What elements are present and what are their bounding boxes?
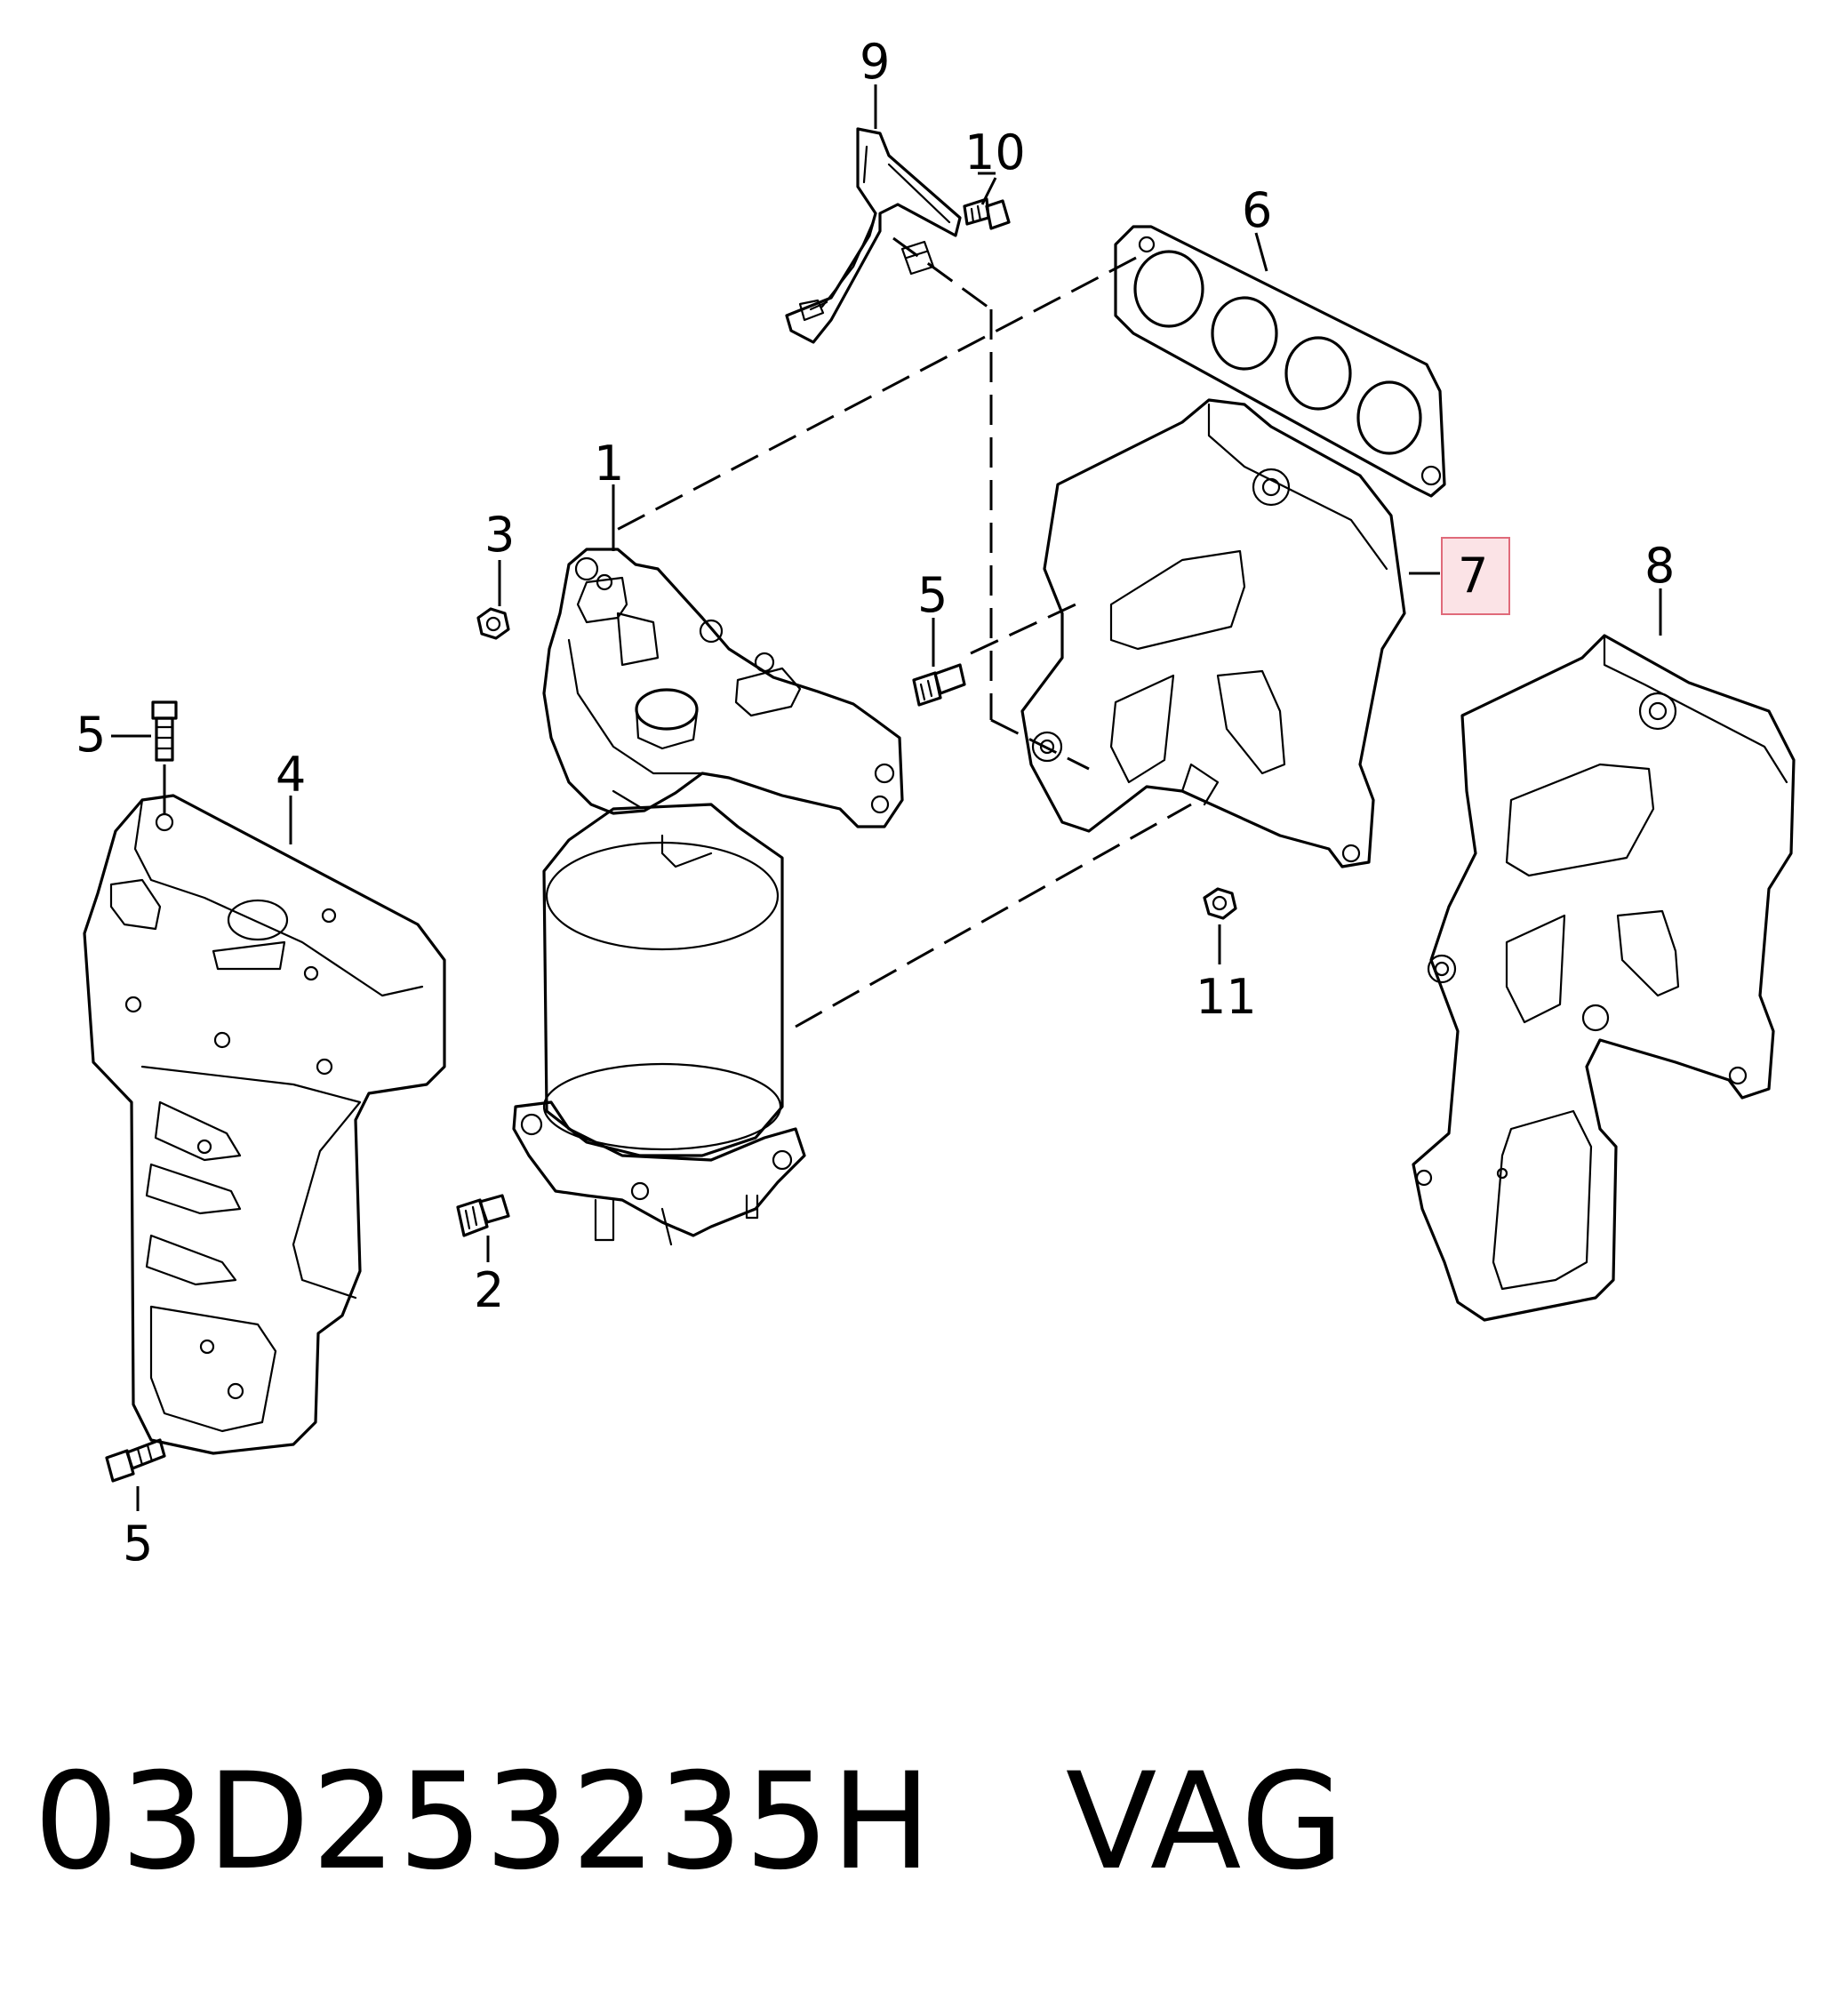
leader-lines xyxy=(111,84,1662,1511)
nut-part-11 xyxy=(1203,887,1237,920)
bolt-part-5-bottom-left xyxy=(105,1438,166,1483)
assembly-dashed-lines xyxy=(612,236,1192,1028)
brand-name: VAG xyxy=(1065,1745,1347,1900)
callout-10: 10 xyxy=(964,124,1026,180)
part-number: 03D253235H xyxy=(34,1745,933,1900)
callout-6: 6 xyxy=(1242,182,1272,238)
callout-8: 8 xyxy=(1644,538,1675,594)
exhaust-manifold-catalytic-converter-part-1 xyxy=(512,548,904,1246)
callout-9: 9 xyxy=(860,34,890,90)
bolt-part-10 xyxy=(963,197,1011,230)
callout-labels: 1 2 3 4 5 5 5 6 7 8 9 10 11 xyxy=(76,34,1675,1572)
bolt-part-2 xyxy=(456,1194,510,1237)
highlight-box-7 xyxy=(1441,537,1510,615)
callout-3: 3 xyxy=(484,507,515,563)
gasket-part-6 xyxy=(1114,225,1446,498)
callout-5c: 5 xyxy=(123,1516,153,1572)
bolt-part-5-middle xyxy=(912,663,966,707)
callout-4: 4 xyxy=(276,747,306,803)
callout-11: 11 xyxy=(1196,969,1257,1025)
callout-5b: 5 xyxy=(917,567,948,623)
callout-2: 2 xyxy=(474,1262,504,1318)
heat-shield-part-4 xyxy=(83,794,446,1455)
heat-shield-part-7 xyxy=(1020,398,1406,868)
callout-5a: 5 xyxy=(76,707,106,763)
part-number-caption: 03D253235H VAG xyxy=(34,1756,1346,1889)
bracket-part-9 xyxy=(785,127,962,344)
callout-1: 1 xyxy=(594,436,624,492)
callout-7: 7 xyxy=(1458,548,1488,604)
bolt-part-5-top-left xyxy=(151,700,178,762)
heat-shield-part-8 xyxy=(1412,634,1796,1322)
nut-part-3 xyxy=(476,607,510,640)
